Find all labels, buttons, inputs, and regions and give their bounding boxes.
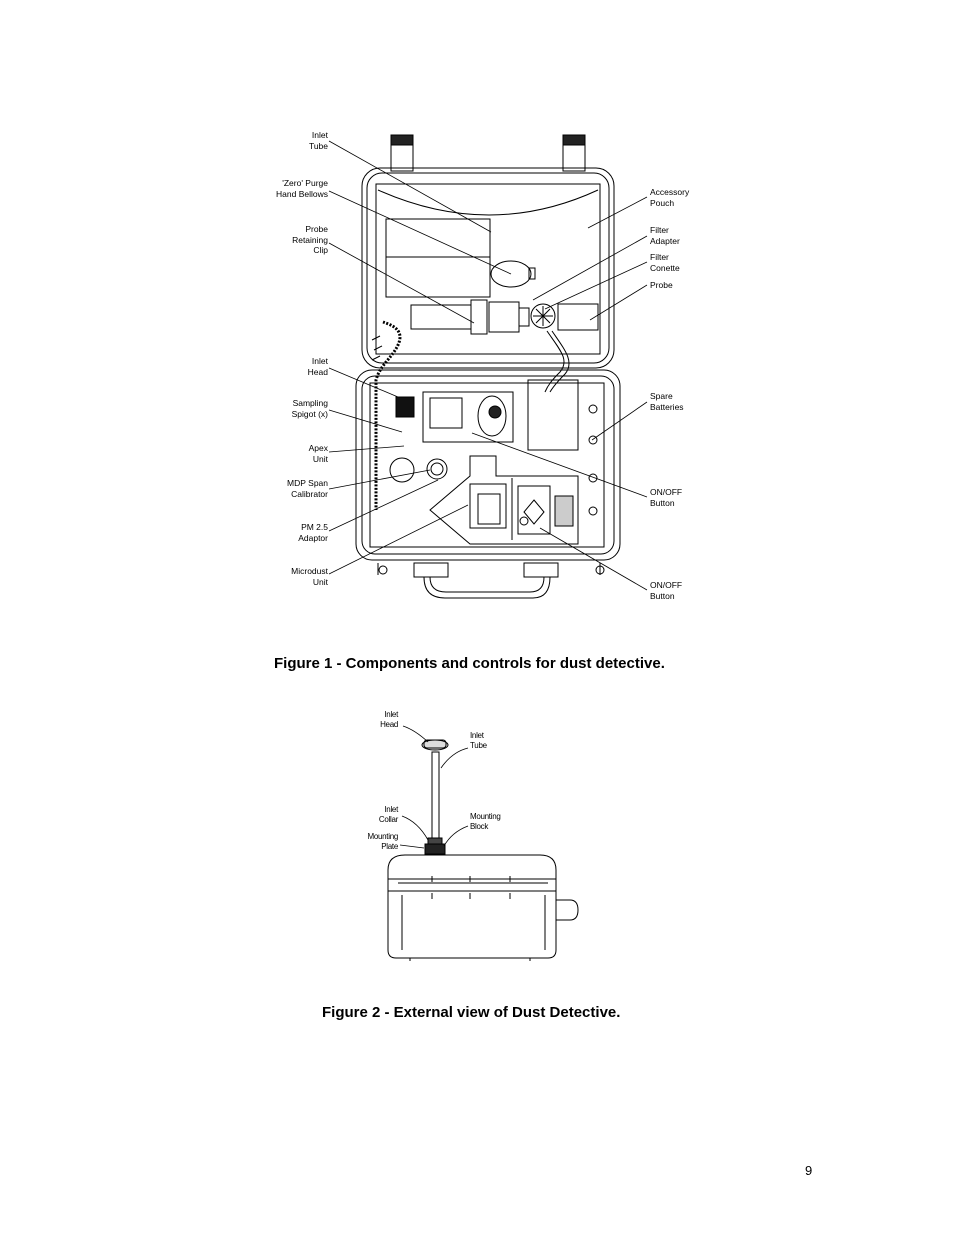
label-inlet-tube: Inlet Tube xyxy=(308,130,328,151)
page-number: 9 xyxy=(805,1163,813,1178)
figure1-drawing xyxy=(328,134,648,599)
label-sampling-spigot: Sampling Spigot (x) xyxy=(291,398,328,419)
fig2-label-inlet-collar: Inlet Collar xyxy=(378,805,398,824)
label-probe: Probe xyxy=(650,280,673,290)
label-on-off-button-apex: ON/OFF Button xyxy=(650,487,683,508)
figure1-caption: Figure 1 - Components and controls for d… xyxy=(274,655,665,672)
label-apex-unit: Apex Unit xyxy=(308,443,328,464)
fig2-label-inlet-tube: Inlet Tube xyxy=(470,731,487,750)
label-zero-purge-bellows: 'Zero' Purge Hand Bellows xyxy=(276,178,328,199)
figure2-caption: Figure 2 - External view of Dust Detecti… xyxy=(322,1004,621,1021)
label-filter-adapter: Filter Adapter xyxy=(650,225,680,246)
label-spare-batteries: Spare Batteries xyxy=(650,391,684,412)
label-filter-conette: Filter Conette xyxy=(650,252,680,273)
label-mdp-span-calibrator: MDP Span Calibrator xyxy=(287,478,328,499)
fig2-label-mounting-block: Mounting Block xyxy=(470,812,501,831)
label-pm25-adaptor: PM 2.5 Adaptor xyxy=(298,522,328,543)
fig2-label-mounting-plate: Mounting Plate xyxy=(367,832,398,851)
label-probe-retaining-clip: Probe Retaining Clip xyxy=(292,224,328,255)
label-inlet-head: Inlet Head xyxy=(307,356,328,377)
label-accessory-pouch: Accessory Pouch xyxy=(650,187,690,208)
fig2-label-inlet-head: Inlet Head xyxy=(380,710,398,729)
label-microdust-unit: Microdust Unit xyxy=(291,566,328,587)
label-on-off-button-microdust: ON/OFF Button xyxy=(650,580,683,601)
